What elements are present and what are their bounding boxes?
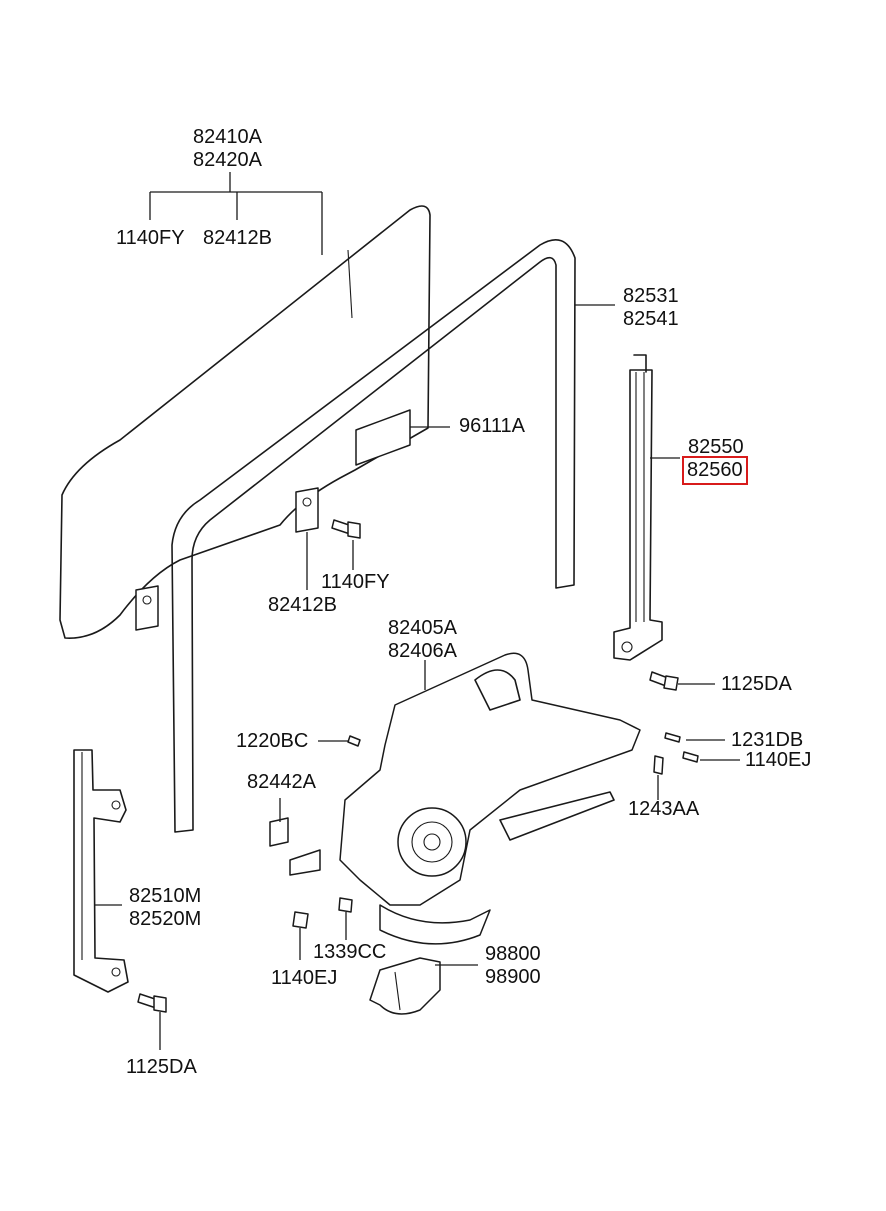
label-1339cc: 1339CC	[313, 941, 387, 963]
sector-gear	[379, 904, 491, 945]
bolt-1140fy	[331, 519, 361, 539]
label-82550: 82550	[688, 436, 744, 458]
pad-82442a	[269, 817, 289, 847]
upper-guide-channel	[613, 354, 663, 661]
label-1125da-right: 1125DA	[721, 673, 792, 695]
label-1220bc: 1220BC	[236, 730, 309, 752]
regulator-motor	[369, 957, 441, 1015]
bolt-1125da-right	[649, 671, 679, 691]
label-82405a: 82405A	[388, 617, 457, 639]
glass-holder-upper	[295, 487, 319, 533]
label-82420a: 82420A	[193, 149, 262, 171]
label-motor: 98800 98900	[485, 943, 541, 989]
nut-1339cc	[338, 897, 353, 913]
leader-lines	[95, 172, 740, 1050]
label-channel-upper: 82550 82560	[682, 436, 748, 485]
bolt-1140ej-bottom	[292, 911, 309, 929]
label-1140ej-bottom: 1140EJ	[271, 967, 338, 989]
screw-1243aa	[653, 755, 664, 775]
label-82520m: 82520M	[129, 908, 202, 930]
label-1140ej-right: 1140EJ	[745, 749, 812, 771]
clip-1220bc	[347, 735, 361, 747]
label-channel-lower: 82510M 82520M	[129, 885, 201, 931]
label-1243aa: 1243AA	[628, 798, 700, 820]
label-regulator: 82405A 82406A	[388, 617, 457, 663]
door-frame-channel	[171, 238, 576, 833]
window-regulator	[289, 652, 641, 945]
bolt-1140ej-right	[682, 751, 699, 763]
glass-holder-lower	[135, 585, 159, 631]
label-1140fy-mid: 1140FY	[321, 571, 390, 593]
label-glass-group: 82410A 82420A	[193, 126, 262, 172]
lower-guide-channel	[73, 749, 129, 993]
label-channel-rear: 82531 82541	[623, 285, 679, 331]
label-98800: 98800	[485, 943, 541, 965]
label-98900: 98900	[485, 966, 541, 988]
label-1140fy-top: 1140FY	[116, 227, 185, 249]
label-82412b-top: 82412B	[203, 227, 272, 249]
label-82531: 82531	[623, 285, 679, 307]
label-82541: 82541	[623, 308, 679, 330]
label-82410a: 82410A	[193, 126, 262, 148]
label-82510m: 82510M	[129, 885, 202, 907]
label-1231db: 1231DB	[731, 729, 804, 751]
bolt-1231db	[664, 732, 681, 743]
label-82406a: 82406A	[388, 640, 457, 662]
label-82412b-mid: 82412B	[268, 594, 337, 616]
label-82560-highlighted[interactable]: 82560	[682, 456, 748, 485]
label-96111a: 96111A	[459, 415, 525, 437]
label-82442a: 82442A	[247, 771, 316, 793]
bolt-1125da-bottom	[137, 993, 167, 1013]
label-sticker	[355, 409, 411, 466]
label-1125da-bottom: 1125DA	[126, 1056, 197, 1078]
